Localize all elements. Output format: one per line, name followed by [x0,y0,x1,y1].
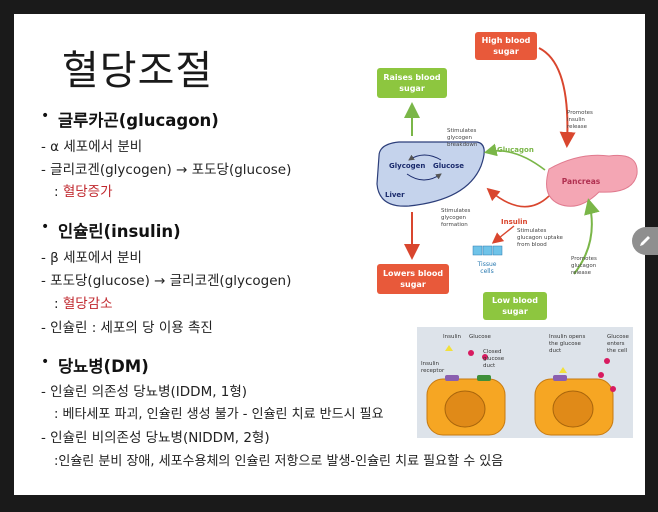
insulin-cell-diagram: Insulin Glucose Insulin receptor Closed … [417,327,633,438]
tissue-label-2: cells [480,268,493,275]
promotes-insulin-3: release [567,124,588,130]
arrow-glucagon-liver [483,143,546,171]
glucagon-line1: - α 세포에서 분비 [41,139,143,155]
glucagon-line2: - 글리코겐(glycogen) → 포도당(glucose) [41,162,292,178]
receptor-label-1: Insulin [421,361,440,367]
liver-glucose-label: Glucose [433,162,464,170]
edit-pencil-button[interactable] [632,227,658,255]
slide: 혈당조절 • 글루카곤(glucagon) - α 세포에서 분비 - 글리코겐… [14,14,645,495]
colon: : [54,296,63,312]
diabetes-line2: : 베타세포 파괴, 인슐린 생성 불가 - 인슐린 치료 반드시 필요 [54,407,384,422]
low-label-1: Low blood [492,296,538,305]
diabetes-line4: :인슐린 분비 장애, 세포수용체의 인슐린 저항으로 발생-인슐린 치료 필요… [54,454,504,469]
cell-right [534,358,616,436]
glucagon-effect-line: : 혈당증가 [54,180,113,200]
enters-label-3: the cell [607,348,628,354]
bullet-dot: • [41,219,50,235]
tissue-label-1: Tissue [477,261,497,268]
insulin-effect: 혈당감소 [62,296,113,312]
liver-glycogen-label: Glycogen [389,162,425,170]
insulin-effect-line: : 혈당감소 [54,292,113,312]
stim-breakdown-3: breakdown [447,142,478,148]
tissue-cells-icon: Tissue cells [472,245,503,275]
promotes-glucagon-1: Promotes [571,256,597,262]
cell-left [426,345,506,436]
arrow-insulin-tissue [491,225,515,244]
lowers-label-2: sugar [400,280,426,289]
promotes-glucagon-3: release [571,270,592,276]
receptor-label-2: receptor [421,368,445,374]
insulin-line2: - 포도당(glucose) → 글리코겐(glycogen) [41,273,292,289]
glucose-regulation-diagram: High blood sugar Raises blood sugar Glyc… [376,32,638,320]
arrow-low-to-pancreas [573,198,600,275]
promotes-glucagon-2: glucagon [571,263,597,269]
liver-shape: Glycogen Glucose Liver [376,141,485,207]
glucagon-heading: 글루카곤(glucagon) [58,111,219,130]
bullet-dot: • [41,354,50,370]
stim-formation-1: Stimulates [441,208,470,214]
arrow-high-to-pancreas [538,47,576,148]
cell-glucose-label: Glucose [469,334,492,340]
stim-formation-2: glycogen [441,215,467,221]
diabetes-line3: - 인슐린 비의존성 당뇨병(NIDDM, 2형) [41,430,270,446]
stim-uptake-1: Stimulates [517,228,546,234]
stim-uptake-2: glucagon uptake [517,235,563,241]
stim-formation-3: formation [441,222,468,228]
raises-label-1: Raises blood [383,73,440,82]
glucagon-effect: 혈당증가 [62,184,113,200]
colon: : [54,184,63,200]
lowers-blood-sugar-box: Lowers blood sugar [377,264,449,294]
bullet-dot: • [41,108,50,124]
closed-duct-2: glucose [483,356,505,362]
lowers-label-1: Lowers blood [383,269,443,278]
stim-breakdown-2: glycogen [447,135,473,141]
diabetes-heading: 당뇨병(DM) [58,357,149,376]
opens-label-1: Insulin opens [549,334,585,340]
high-label-2: sugar [493,47,519,56]
glucagon-label: Glucagon [497,146,534,154]
insulin-line3: - 인슐린 : 세포의 당 이용 촉진 [41,320,213,336]
arrow-insulin-liver [486,187,550,208]
insulin-line1: - β 세포에서 분비 [41,250,142,266]
enters-label-1: Glucose [607,334,630,340]
diabetes-line1: - 인슐린 의존성 당뇨병(IDDM, 1형) [41,384,248,400]
opens-label-3: duct [549,348,562,354]
high-label-1: High blood [482,36,531,45]
insulin-label: Insulin [501,218,528,226]
high-blood-sugar-box: High blood sugar [475,32,537,60]
liver-label: Liver [385,191,405,199]
cell-insulin-label: Insulin [443,334,462,340]
pencil-icon [640,236,650,246]
stim-uptake-3: from blood [517,242,547,248]
low-label-2: sugar [502,307,528,316]
slide-title: 혈당조절 [62,48,214,94]
raises-label-2: sugar [399,84,425,93]
closed-duct-3: duct [483,363,496,369]
pancreas-shape: Pancreas [546,154,638,207]
opens-label-2: the glucose [549,341,582,347]
insulin-heading: 인슐린(insulin) [58,222,181,241]
closed-duct-1: Closed [483,349,501,355]
raises-blood-sugar-box: Raises blood sugar [377,68,447,98]
promotes-insulin-1: Promotes [567,110,593,116]
stim-breakdown-1: Stimulates [447,128,476,134]
pancreas-label: Pancreas [562,177,601,186]
low-blood-sugar-box: Low blood sugar [483,292,547,320]
promotes-insulin-2: insulin [567,117,585,123]
enters-label-2: enters [607,341,625,347]
